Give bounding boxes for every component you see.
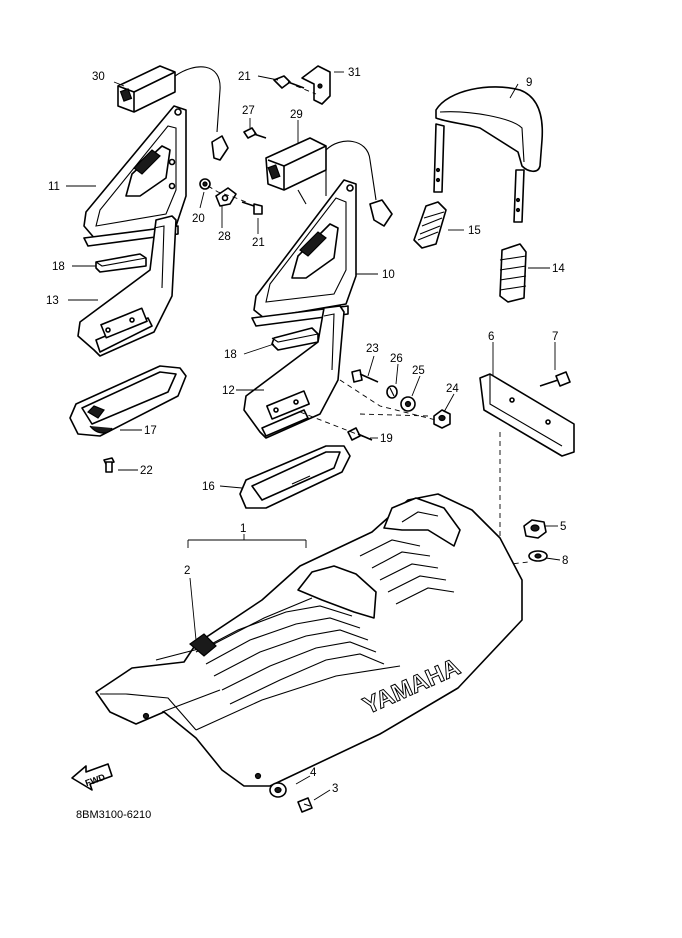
part-1-seat: YAMAHA: [95, 493, 523, 787]
part-6-mounting-plate: [479, 373, 575, 457]
callout-21b: 21: [252, 237, 265, 249]
callout-25: 25: [412, 365, 425, 377]
callout-10: 10: [382, 269, 395, 281]
part-10-side-cover: [251, 179, 357, 327]
callout-18b: 18: [224, 349, 237, 361]
callout-18: 18: [52, 261, 65, 273]
part-23-bolt: [351, 369, 379, 383]
part-29-switch-unit: [265, 137, 393, 227]
part-13-arm-bracket: [77, 215, 177, 357]
callout-15: 15: [468, 225, 481, 237]
part-31-bracket: [301, 65, 331, 105]
part-code: 8BM3100-6210: [76, 809, 151, 821]
callout-8: 8: [562, 555, 568, 567]
callout-28: 28: [218, 231, 231, 243]
callout-5: 5: [560, 521, 566, 533]
callout-6: 6: [488, 331, 494, 343]
callout-4: 4: [310, 767, 317, 779]
callout-12: 12: [222, 385, 235, 397]
part-16-armrest-pad: [239, 445, 351, 509]
part-11-side-cover: [83, 105, 187, 247]
part-15-rubber-boot: [413, 201, 447, 249]
part-25-washer: [400, 396, 416, 412]
callout-26: 26: [390, 353, 403, 365]
callout-13: 13: [46, 295, 59, 307]
callout-19: 19: [380, 433, 393, 445]
part-12-arm-bracket: [243, 305, 345, 439]
part-8-washer: [528, 550, 548, 562]
callout-17: 17: [144, 425, 157, 437]
part-2-hook: [189, 633, 217, 657]
part-20-nut: [199, 178, 211, 190]
part-27-screw: [243, 127, 267, 139]
callout-20: 20: [192, 213, 205, 225]
callout-24: 24: [446, 383, 459, 395]
callout-23: 23: [366, 343, 379, 355]
part-22-screw: [103, 457, 115, 473]
callout-9: 9: [526, 77, 532, 89]
callout-21: 21: [238, 71, 251, 83]
part-3-screw: [297, 797, 313, 813]
callout-30: 30: [92, 71, 105, 83]
part-17-armrest-pad: [69, 365, 187, 437]
forward-arrow-icon: FWD: [71, 763, 113, 791]
callout-31: 31: [348, 67, 361, 79]
part-21-bolt: [241, 201, 263, 215]
callout-16: 16: [202, 481, 215, 493]
callout-7: 7: [552, 331, 558, 343]
part-7-bolt: [539, 371, 571, 387]
callout-11: 11: [48, 181, 60, 193]
part-18-pad-left: [95, 253, 147, 273]
part-24-nut: [433, 409, 451, 429]
part-21-bolt-top: [273, 75, 305, 89]
part-14-rubber-boot: [499, 243, 527, 303]
part-4-washer: [269, 782, 287, 798]
callout-14: 14: [552, 263, 565, 275]
callout-27: 27: [242, 105, 255, 117]
part-26-washer: [386, 385, 398, 399]
part-28-clamp: [215, 187, 237, 207]
callout-3: 3: [332, 783, 338, 795]
callout-2: 2: [184, 565, 190, 577]
callout-22: 22: [140, 465, 153, 477]
part-9-backrest: [433, 86, 544, 223]
part-30-switch: [117, 65, 229, 161]
part-5-nut: [523, 519, 547, 539]
callout-29: 29: [290, 109, 303, 121]
callout-1: 1: [240, 523, 246, 535]
